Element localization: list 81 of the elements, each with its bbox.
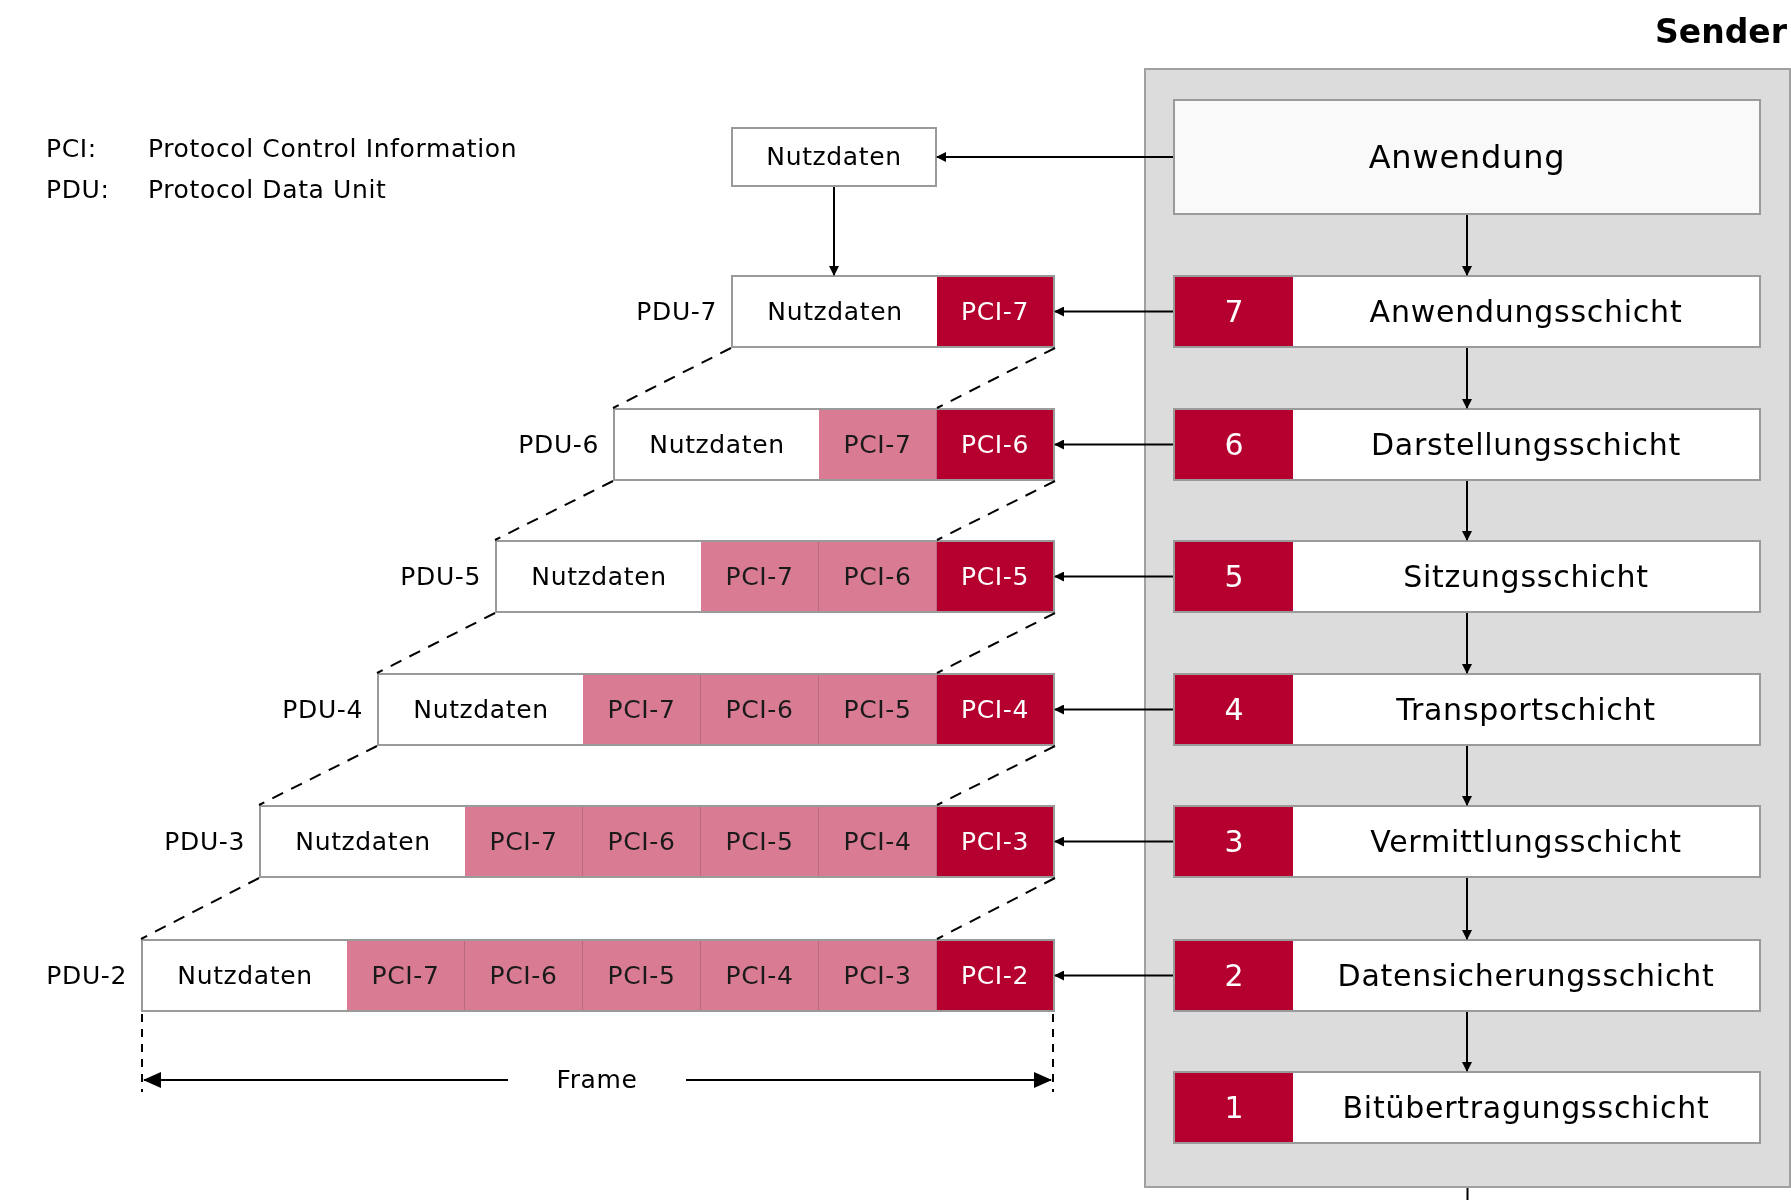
arrow [1054, 571, 1174, 582]
header-field: PCI-2 [937, 941, 1053, 1010]
arrow [1462, 745, 1472, 806]
pdu-label: PDU-5 [400, 560, 481, 593]
abbreviation-meaning: Protocol Control Information [148, 136, 518, 161]
arrow [1462, 612, 1472, 674]
arrow [1054, 836, 1174, 847]
header-field: PCI-7 [701, 542, 819, 611]
dashed-line [936, 347, 1056, 409]
arrow [829, 186, 839, 276]
layer-number: 2 [1175, 941, 1293, 1010]
layer-box [1173, 275, 1761, 348]
layer-number: 7 [1175, 277, 1293, 346]
abbreviation: PDU: [46, 177, 110, 202]
layer-number: 4 [1175, 675, 1293, 744]
layer-box [1173, 408, 1761, 481]
header-field: PCI-5 [701, 807, 819, 876]
dashed-line [376, 612, 496, 674]
dashed-line [258, 745, 378, 806]
layer-box [1173, 1071, 1761, 1144]
dashed-line [140, 877, 260, 940]
header-field: PCI-6 [819, 542, 937, 611]
layer-name: Vermittlungsschicht [1369, 823, 1683, 861]
header-field: PCI-4 [937, 675, 1053, 744]
abbreviation: PCI: [46, 136, 97, 161]
arrow [1054, 970, 1174, 981]
pdu-label: PDU-6 [518, 428, 599, 461]
layer-box [1173, 939, 1761, 1012]
header-field: PCI-3 [937, 807, 1053, 876]
layer-box [1173, 805, 1761, 878]
header-field: PCI-7 [937, 277, 1053, 346]
layer-name: Transportschicht [1395, 691, 1657, 729]
dimension-label: Frame [555, 1067, 639, 1092]
header-field: PCI-5 [583, 941, 701, 1010]
pdu-label: PDU-7 [636, 295, 717, 328]
arrow [1054, 439, 1174, 450]
header-field: PCI-5 [819, 675, 937, 744]
layer-name: Darstellungsschicht [1370, 426, 1682, 464]
layer-box [1173, 540, 1761, 613]
layer-box [1173, 673, 1761, 746]
header-field: PCI-4 [701, 941, 819, 1010]
dashed-line [494, 480, 614, 541]
arrow [1054, 704, 1174, 715]
dashed-line [612, 347, 732, 409]
header-field: PCI-7 [583, 675, 701, 744]
payload-box: Nutzdaten [731, 127, 937, 187]
layer-name: Sitzungsschicht [1402, 558, 1650, 596]
arrow [1462, 877, 1472, 940]
arrow [1462, 1011, 1472, 1072]
header-field: PCI-7 [819, 410, 937, 479]
dashed-line [936, 612, 1056, 674]
application-box: Anwendung [1173, 99, 1761, 215]
header-field: PCI-7 [465, 807, 583, 876]
header-field: PCI-6 [937, 410, 1053, 479]
header-field: PCI-6 [465, 941, 583, 1010]
header-field: PCI-4 [819, 807, 937, 876]
dashed-line [936, 480, 1056, 541]
abbreviation-meaning: Protocol Data Unit [148, 177, 387, 202]
arrow [1462, 480, 1472, 541]
layer-name: Anwendungsschicht [1368, 293, 1684, 331]
pdu-label: PDU-2 [46, 959, 127, 992]
header-field: PCI-6 [701, 675, 819, 744]
header-field: PCI-5 [937, 542, 1053, 611]
layer-number: 6 [1175, 410, 1293, 479]
pdu-label: PDU-3 [164, 825, 245, 858]
layer-number: 3 [1175, 807, 1293, 876]
header-field: PCI-7 [347, 941, 465, 1010]
pdu-label: PDU-4 [282, 693, 363, 726]
arrow [1462, 214, 1472, 276]
layer-name: Datensicherungsschicht [1336, 957, 1716, 995]
header-field: PCI-6 [583, 807, 701, 876]
arrow [1462, 347, 1472, 409]
arrow [1054, 306, 1174, 317]
layer-number: 5 [1175, 542, 1293, 611]
layer-number: 1 [1175, 1073, 1293, 1142]
dashed-line [936, 877, 1056, 940]
panel-heading: Sender [1655, 11, 1787, 53]
arrow [936, 152, 1174, 162]
header-field: PCI-3 [819, 941, 937, 1010]
layer-name: Bitübertragungsschicht [1341, 1089, 1711, 1127]
dashed-line [936, 745, 1056, 806]
